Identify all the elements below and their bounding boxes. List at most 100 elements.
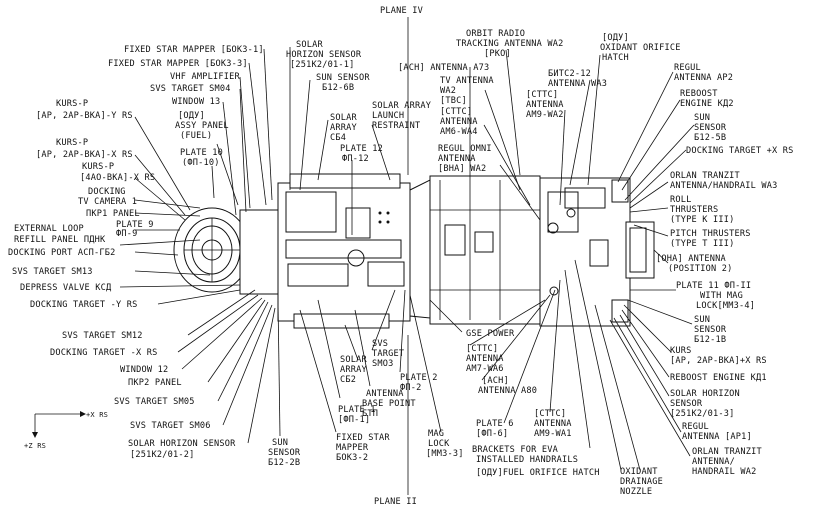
aft-thruster-block-top: [611, 179, 629, 203]
label-oxidant-drain-b: DRAINAGE: [620, 477, 663, 487]
label-regul-ap2-b: ANTENNA AP2: [674, 73, 733, 83]
label-ona-antenna: [ОНА] ANTENNA: [656, 254, 726, 264]
label-ach-a73: [АСН] ANTENNA A73: [398, 63, 489, 73]
label-sun-sensor-5: SUN: [694, 113, 710, 123]
solar-array-stub-top: [289, 173, 401, 189]
label-sun-sensor-1: SUN: [694, 315, 710, 325]
label-fixed-star-mapper-1: FIXED STAR MAPPER [БОКЗ-1]: [124, 45, 264, 55]
label-oxidant-drain-c: NOZZLE: [620, 487, 652, 497]
label-plate-9-sub: ФП-9: [116, 229, 138, 239]
label-window-13: WINDOW 13: [172, 97, 220, 107]
label-plate-2-b: ФП-2: [400, 383, 422, 393]
label-odu-oxidant-c: HATCH: [602, 53, 629, 63]
label-roll-thrusters-b: THRUSTERS: [670, 205, 718, 215]
label-plate-2: PLATE 2: [400, 373, 438, 383]
label-regul-ap1: REGUL: [682, 422, 709, 432]
label-solar-array-4: SOLAR: [330, 113, 357, 123]
leaders-top: [211, 47, 601, 235]
label-sun-sensor-2: SUN: [272, 438, 288, 448]
label-kurs-p-2-sub: [AP, 2AP-BKA]-X RS: [36, 150, 133, 160]
label-docking-target-plus-x: DOCKING TARGET +X RS: [686, 146, 793, 156]
label-plate-1-b: [ФП-1]: [338, 415, 370, 425]
label-sttc-am6-b: ANTENNA: [440, 117, 478, 127]
bottom-labels: SUN SENSOR Б12-2В FIXED STAR MAPPER БОКЗ…: [268, 329, 663, 497]
label-solar-array-4-c: СБ4: [330, 133, 346, 143]
label-odu-oxidant: [ОДУ]: [602, 33, 629, 43]
label-sun-sensor-6-sub: Б12-6В: [322, 83, 354, 93]
label-depress-valve: DEPRESS VALVE КСД: [20, 283, 112, 293]
label-fuel-orifice: [ОДУ]FUEL ORIFICE HATCH: [476, 468, 600, 478]
label-tv-antenna: TV ANTENNA: [440, 76, 494, 86]
label-sun-sensor-2-b: SENSOR: [268, 448, 301, 458]
label-kurs-p-1: KURS-P: [56, 99, 88, 109]
label-refill-panel: REFILL PANEL ПДНК: [14, 235, 106, 245]
label-plate-9: PLATE 9: [116, 220, 154, 230]
label-sttc-am7-c: AM7-WA6: [466, 364, 504, 374]
label-external-loop: EXTERNAL LOOP: [14, 224, 84, 234]
label-sun-sensor-2-c: Б12-2В: [268, 458, 300, 468]
label-docking-port: DOCKING PORT АСП-ГБ2: [8, 248, 115, 258]
conical-transition: [409, 179, 431, 319]
label-solar-array-4-b: ARRAY: [330, 123, 357, 133]
label-sa-launch: SOLAR ARRAY: [372, 101, 432, 111]
right-labels: REGUL ANTENNA AP2 REBOOST ENGINE КД2 SUN…: [656, 63, 793, 477]
label-sttc-am9-2-b: ANTENNA: [526, 100, 564, 110]
service-module-body: [173, 173, 655, 329]
label-kurs-plus-x-b: [AP, 2AP-BKA]+X RS: [670, 356, 767, 366]
label-sttc-am9-2-c: AM9-WA2: [526, 110, 564, 120]
label-docking-target-x: DOCKING TARGET -X RS: [50, 348, 157, 358]
label-mag-lock: MAG: [428, 429, 444, 439]
label-fuel: (FUEL): [180, 131, 212, 141]
label-sun-sensor-5-b: SENSOR: [694, 123, 727, 133]
label-tv-antenna-b: WA2: [440, 86, 456, 96]
label-orlan-wa3-b: ANTENNA/HANDRAIL WA3: [670, 181, 777, 191]
label-sun-sensor-1-b: SENSOR: [694, 325, 727, 335]
label-plate-10: PLATE 10: [180, 148, 223, 158]
label-kurs-p-2: KURS-P: [56, 138, 88, 148]
axes-indicator: +X RS +Z RS: [24, 411, 108, 450]
label-regul-ap1-b: ANTENNA [AP1]: [682, 432, 752, 442]
label-svs-sm03-c: SMO3: [372, 359, 394, 369]
label-solar-horizon-3: SOLAR HORIZON: [670, 389, 740, 399]
label-solar-horizon-3-b: SENSOR: [670, 399, 703, 409]
label-tv-camera-1: TV CAMERA 1: [78, 197, 137, 207]
axis-z-label: +Z RS: [24, 442, 46, 450]
label-sttc-am7: [СТТС]: [466, 344, 498, 354]
label-sun-sensor-5-c: Б12-5В: [694, 133, 726, 143]
leaders-right: [609, 71, 695, 457]
top-left-labels: FIXED STAR MAPPER [БОКЗ-1] FIXED STAR MA…: [108, 45, 264, 168]
label-plate-6: PLATE 6: [476, 419, 514, 429]
label-svs-sm03: SVS: [372, 339, 388, 349]
label-plate-12-sub: ФП-12: [342, 154, 369, 164]
label-pitch-thrusters: PITCH THRUSTERS: [670, 229, 751, 239]
label-kurs-p-3: KURS-P: [82, 162, 114, 172]
label-sttc-am7-b: ANTENNA: [466, 354, 504, 364]
label-antenna-base-b: BASE POINT: [362, 399, 416, 409]
label-window-12: WINDOW 12: [120, 365, 168, 375]
label-oxidant-drain: OXIDANT: [620, 467, 658, 477]
label-sun-sensor-6: SUN SENSOR: [316, 73, 370, 83]
label-solar-horizon-2-sub: [251K2/01-2]: [130, 450, 195, 460]
label-solar-horizon-3-c: [251K2/01-3]: [670, 409, 735, 419]
label-ona-antenna-b: (POSITION 2): [668, 264, 733, 274]
label-sa-launch-c: RESTRAINT: [372, 121, 420, 131]
label-svs-sm13: SVS TARGET SM13: [12, 267, 93, 277]
label-vhf-amplifier: VHF AMPLIFIER: [170, 72, 240, 82]
label-ach-a80: [АСН]: [482, 376, 509, 386]
label-plate-10-sub: (ФП-10): [182, 158, 220, 168]
label-sttc-am6-c: AM6-WA4: [440, 127, 478, 137]
leaders-left: [119, 116, 276, 444]
large-diameter-section: [429, 175, 541, 325]
label-fixed-star-mapper-2: FIXED STAR: [336, 433, 390, 443]
label-orlan-wa2-b: ANTENNA/: [692, 457, 735, 467]
label-regul-omni-b: ANTENNA: [438, 154, 476, 164]
label-solar-array-2: SOLAR: [340, 355, 367, 365]
leaders-bottom: [277, 259, 641, 471]
label-sttc-am9-1-b: ANTENNA: [534, 419, 572, 429]
label-orbit-radio-c: [PKO]: [484, 49, 511, 59]
label-fixed-star-mapper-3: FIXED STAR MAPPER [БОКЗ-3]: [108, 59, 248, 69]
plane-bottom-label: PLANE II: [374, 497, 417, 507]
label-reboost-kd1: REBOOST ENGINE КД1: [670, 373, 767, 383]
plane-top-label: PLANE IV: [380, 6, 423, 16]
label-solar-array-2-b: ARRAY: [340, 365, 367, 375]
